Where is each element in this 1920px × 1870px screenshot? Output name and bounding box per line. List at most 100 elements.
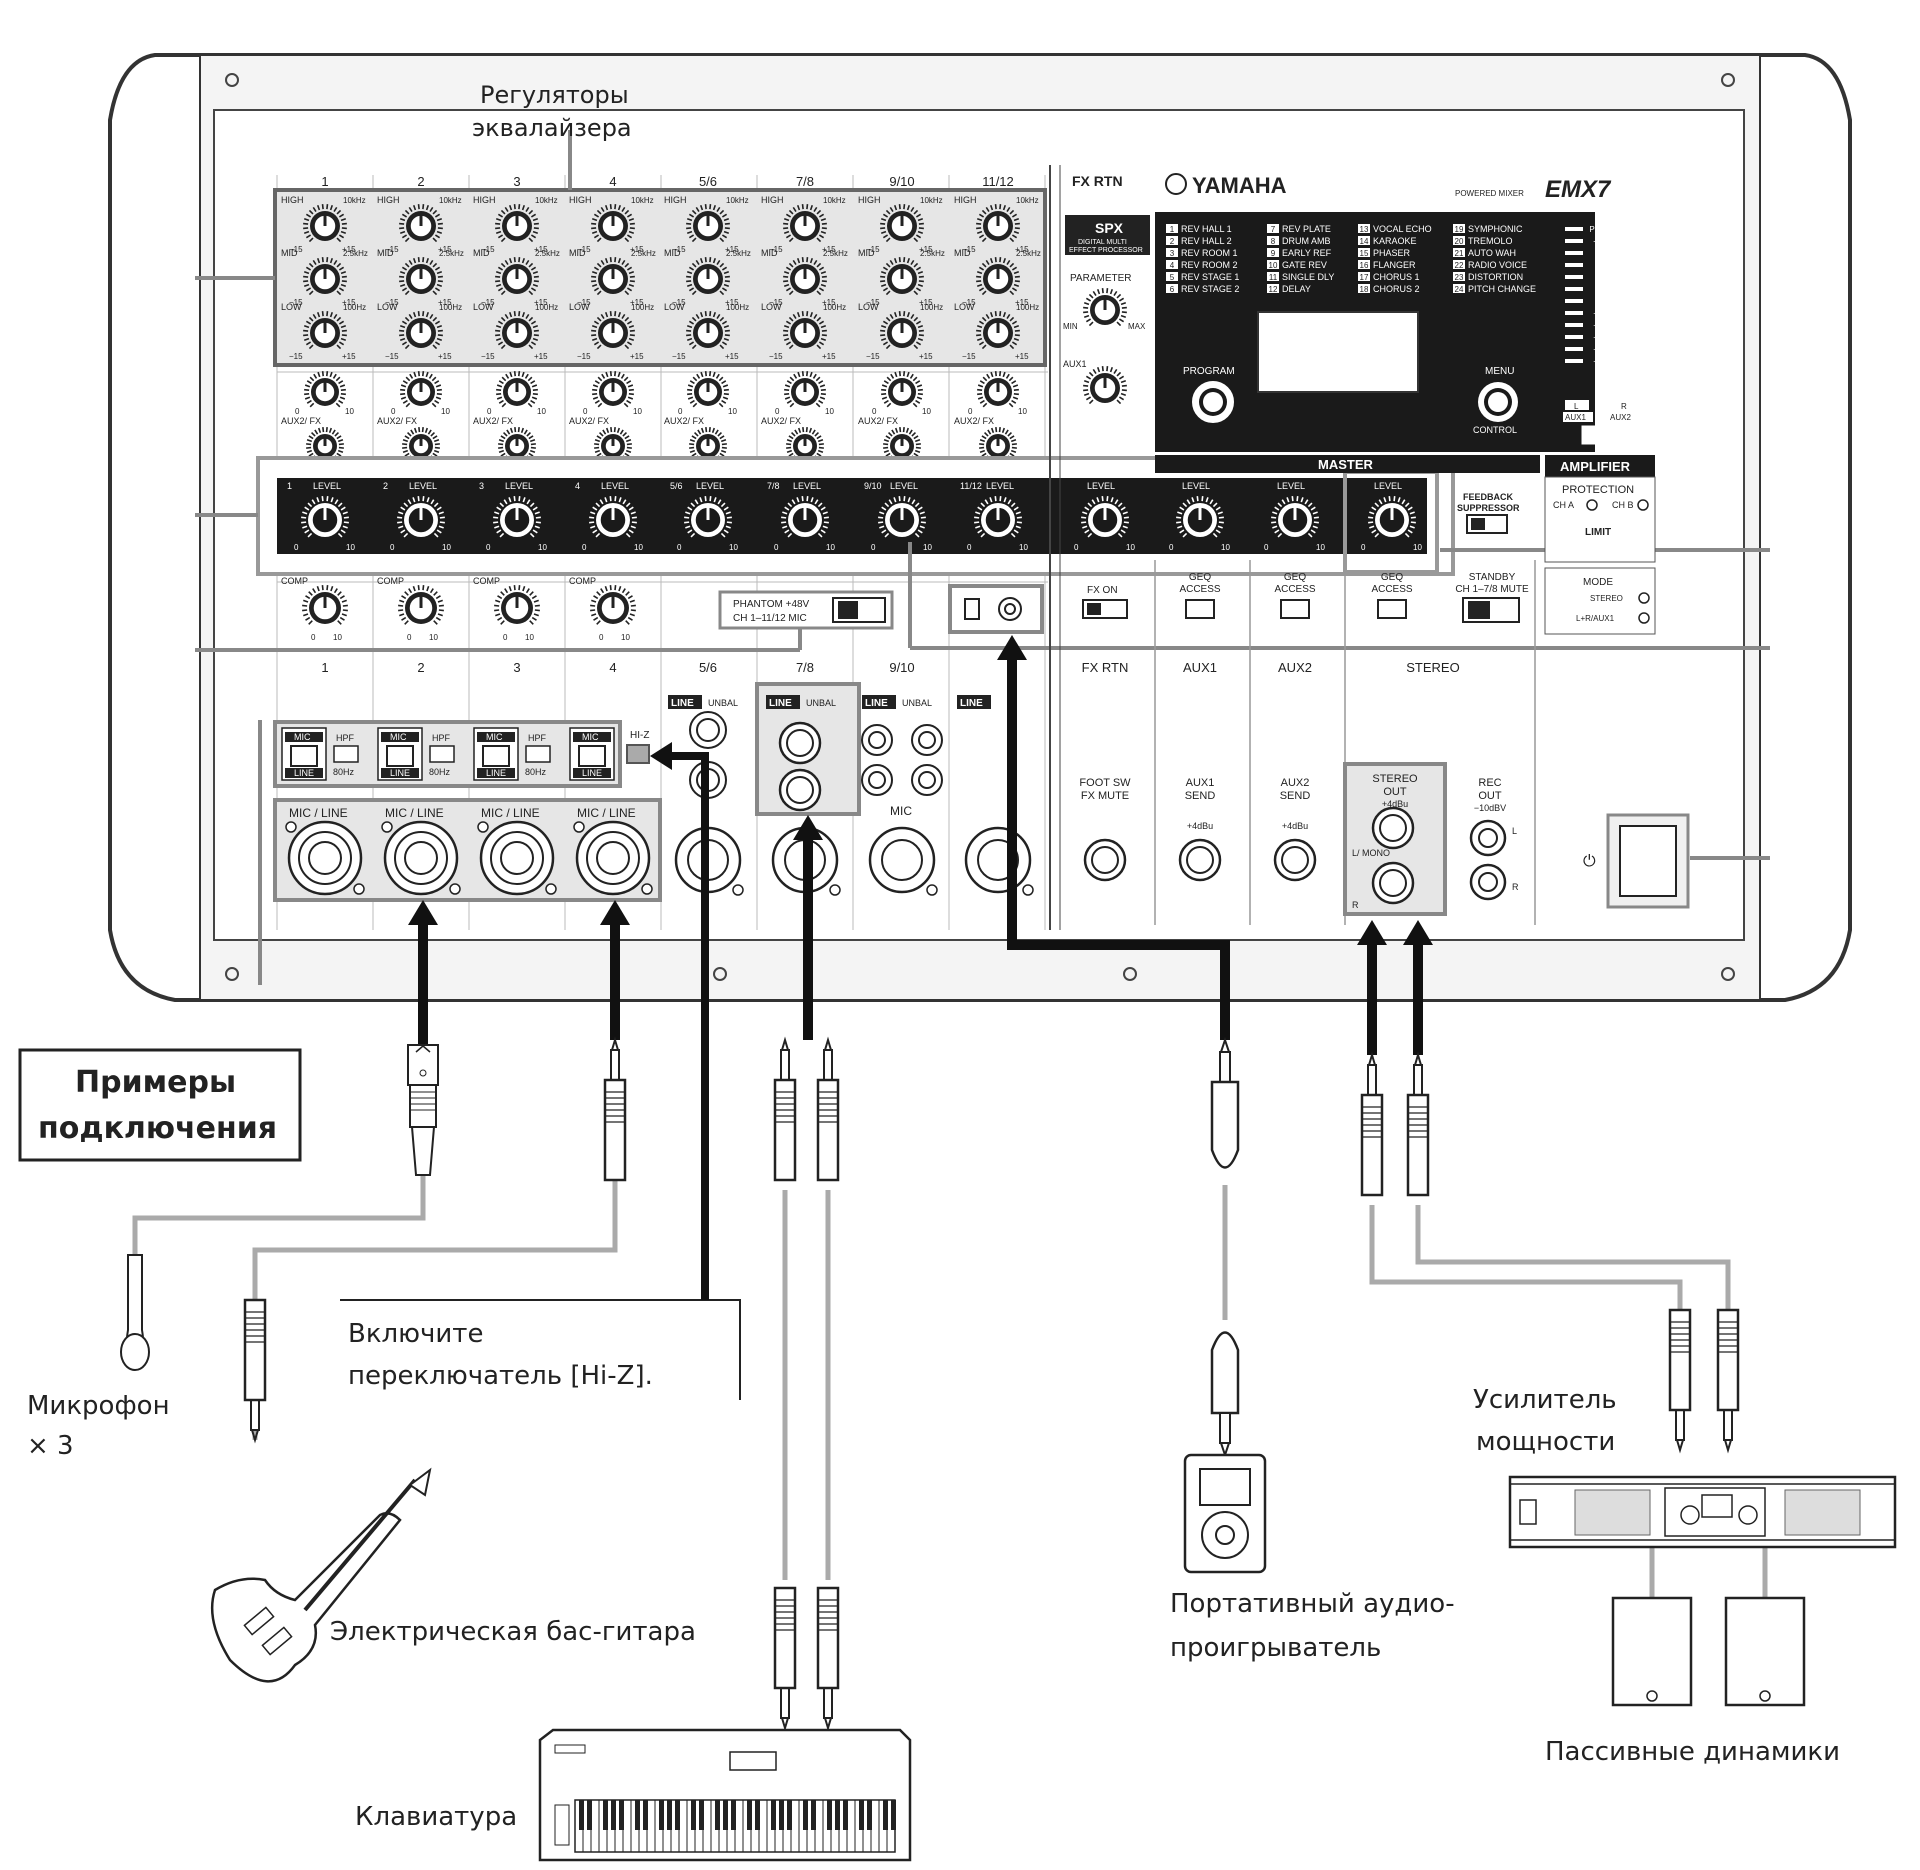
level-knob-11[interactable] xyxy=(1271,496,1319,538)
aux1-knob-2[interactable] xyxy=(400,371,442,408)
eq-low-knob-3[interactable] xyxy=(495,311,539,350)
eq-mid-knob-6[interactable] xyxy=(783,257,827,296)
level-knob-10[interactable] xyxy=(1176,496,1224,538)
phantom-switch[interactable]: PHANTOM +48V CH 1–11/12 MIC xyxy=(718,590,894,630)
aux2-knob-4[interactable] xyxy=(594,427,632,461)
eq-high-knob-2[interactable] xyxy=(399,204,443,243)
program-item: KARAOKE xyxy=(1373,236,1417,246)
meter-tick-label: −20 xyxy=(1593,333,1607,342)
eq-high-knob-7[interactable] xyxy=(880,204,924,243)
eq-mid-knob-8[interactable] xyxy=(976,257,1020,296)
eq-mid-knob-1[interactable] xyxy=(303,257,347,296)
eq-low-knob-7[interactable] xyxy=(880,311,924,350)
eq-freq-label: 10kHz xyxy=(1016,196,1039,205)
eq-label: MID xyxy=(858,248,875,258)
level-knob-1[interactable] xyxy=(301,496,349,538)
eq-mid-knob-2[interactable] xyxy=(399,257,443,296)
aux1-knob-4[interactable] xyxy=(592,371,634,408)
control-knob[interactable] xyxy=(1478,382,1518,422)
aux2-knob-1[interactable] xyxy=(306,427,344,461)
eq-high-knob-8[interactable] xyxy=(976,204,1020,243)
aux1-knob-3[interactable] xyxy=(496,371,538,408)
svg-text:CONTROL: CONTROL xyxy=(1473,425,1517,435)
eq-high-knob-1[interactable] xyxy=(303,204,347,243)
meter-select[interactable] xyxy=(1581,425,1611,445)
aux1-knob-1[interactable] xyxy=(304,371,346,408)
aux1-knob-7[interactable] xyxy=(881,371,923,408)
eq-label: HIGH xyxy=(954,195,977,205)
comp-knob-2[interactable] xyxy=(398,585,444,625)
aux2-knob-6[interactable] xyxy=(786,427,824,461)
level-knob-2[interactable] xyxy=(397,496,445,538)
eq-mid-knob-4[interactable] xyxy=(591,257,635,296)
combo-jack-4[interactable]: MIC / LINE xyxy=(573,806,653,896)
power-switch[interactable]: ⏻ xyxy=(1583,813,1690,909)
eq-low-knob-4[interactable] xyxy=(591,311,635,350)
xlr-jack-7[interactable] xyxy=(868,826,938,896)
level-knob-7[interactable] xyxy=(878,496,926,538)
eq-low-knob-5[interactable] xyxy=(686,311,730,350)
eq-low-knob-6[interactable] xyxy=(783,311,827,350)
eq-high-knob-5[interactable] xyxy=(686,204,730,243)
level-knob-8[interactable] xyxy=(974,496,1022,538)
fx-aux1-knob[interactable] xyxy=(1083,366,1127,405)
eq-label: HIGH xyxy=(858,195,881,205)
comp-knob-4[interactable] xyxy=(590,585,636,625)
aux2-knob-2[interactable] xyxy=(402,427,440,461)
combo-jack-3[interactable]: MIC / LINE xyxy=(477,806,557,896)
level-knob-4[interactable] xyxy=(589,496,637,538)
eq-mid-knob-5[interactable] xyxy=(686,257,730,296)
eq-label: HIGH xyxy=(281,195,304,205)
eq-low-knob-8[interactable] xyxy=(976,311,1020,350)
eq-high-knob-6[interactable] xyxy=(783,204,827,243)
eq-low-knob-1[interactable] xyxy=(303,311,347,350)
channel-label-4: 4 xyxy=(609,174,616,189)
aux1-knob-6[interactable] xyxy=(784,371,826,408)
level-knob-12[interactable] xyxy=(1368,496,1416,538)
fx-on-switch[interactable]: FX ON xyxy=(1082,585,1128,619)
program-knob[interactable] xyxy=(1192,381,1234,423)
level-knob-3[interactable] xyxy=(493,496,541,538)
feedback-suppressor[interactable]: FEEDBACK SUPPRESSOR xyxy=(1457,492,1520,534)
eq-min-label: −15 xyxy=(769,298,783,307)
aux1-knob-8[interactable] xyxy=(977,371,1019,408)
aux2-knob-7[interactable] xyxy=(883,427,921,461)
eq-low-knob-2[interactable] xyxy=(399,311,443,350)
comp-knob-3[interactable] xyxy=(494,585,540,625)
eq-label: MID xyxy=(761,248,778,258)
aux1-knob-5[interactable] xyxy=(687,371,729,408)
combo-jack-2[interactable]: MIC / LINE xyxy=(381,806,461,896)
eq-high-knob-3[interactable] xyxy=(495,204,539,243)
level-knob-9[interactable] xyxy=(1081,496,1129,538)
eq-mid-knob-3[interactable] xyxy=(495,257,539,296)
combo-jack-1[interactable]: MIC / LINE xyxy=(285,806,365,896)
amp-plug-right xyxy=(1716,1308,1740,1454)
comp-knob-1[interactable] xyxy=(302,585,348,625)
eq-max-label: +15 xyxy=(822,352,836,361)
fx-parameter-knob[interactable] xyxy=(1083,288,1127,327)
level-knob-6[interactable] xyxy=(781,496,829,538)
eq-mid-knob-7[interactable] xyxy=(880,257,924,296)
hiz-switch[interactable]: HI-Z xyxy=(626,730,650,764)
level-knob-5[interactable] xyxy=(684,496,732,538)
aux2-knob-8[interactable] xyxy=(979,427,1017,461)
eq-label: MID xyxy=(569,248,586,258)
eq-high-knob-4[interactable] xyxy=(591,204,635,243)
